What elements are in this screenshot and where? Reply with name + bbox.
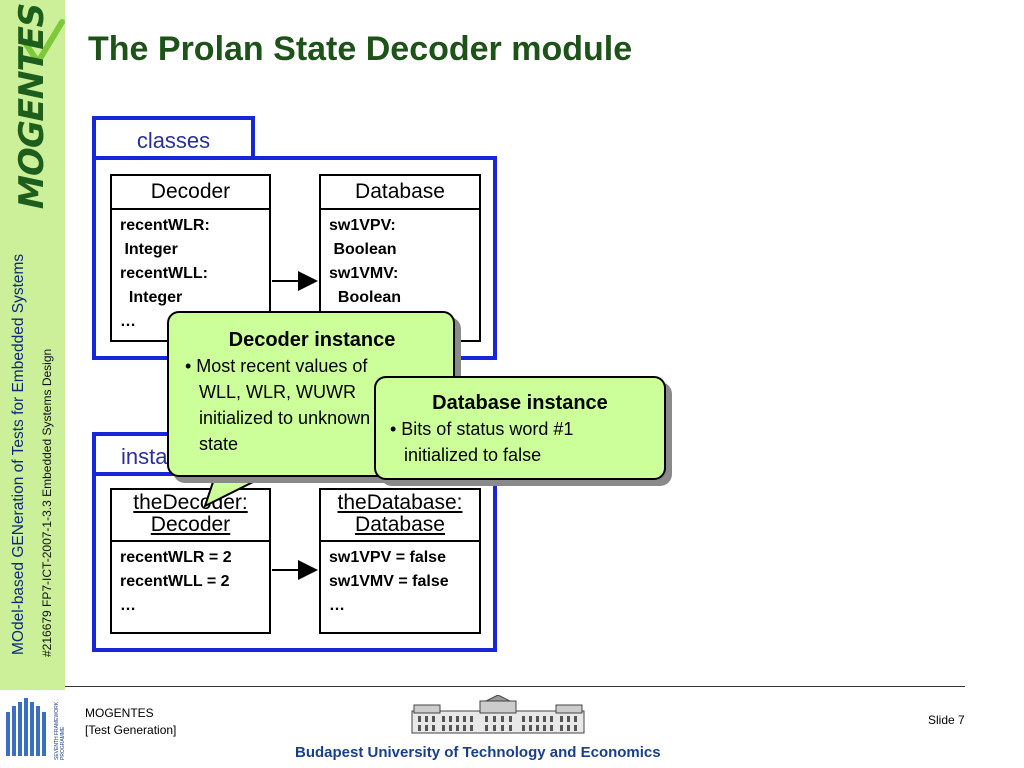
footer-section: [Test Generation] [85,723,177,737]
fp7-logo: SEVENTH FRAMEWORK PROGRAMME [4,694,66,764]
database-instance-name: theDatabase: Database [321,490,479,542]
footer-project: MOGENTES [85,706,154,720]
attribute-line: Integer [120,241,178,258]
slide-number: Slide 7 [928,713,965,727]
attribute-line: sw1VMV: [329,265,399,282]
database-instance-box: theDatabase: Database sw1VPV = false sw1… [319,488,481,634]
slot-line: … [120,597,136,614]
slot-line: sw1VPV = false [329,549,446,566]
callout-line: initialized to unknown [199,408,371,428]
attribute-line: sw1VPV: [329,217,396,234]
slot-line: recentWLR = 2 [120,549,232,566]
instance-type-line: Database [355,513,445,536]
decoder-class-name: Decoder [112,176,269,210]
callout-line: • Most recent values of [185,356,368,376]
instance-type-line: Decoder [150,513,231,536]
database-callout-title: Database instance [432,392,608,414]
database-class-attributes: sw1VPV: Boolean sw1VMV: Boolean [321,210,479,310]
callout-pointer [203,474,267,508]
classes-package-label: classes [136,128,211,153]
decoder-callout-body: • Most recent values of WLL, WLR, WUWR i… [185,353,439,457]
database-callout: Database instance • Bits of status word … [374,376,666,480]
callout-line: initialized to false [404,445,542,465]
slot-line: recentWLL = 2 [120,573,230,590]
footer-divider [65,686,965,687]
slide-title: The Prolan State Decoder module [88,30,633,68]
classes-package-tab: classes [92,116,255,160]
fp7-logo-text: PROGRAMME [60,726,66,760]
callout-line: WLL, WLR, WUWR [199,382,356,402]
attribute-line: Boolean [329,289,402,306]
attribute-line: Integer [120,289,183,306]
attribute-line: Boolean [329,241,397,258]
decoder-instance-box: theDecoder: Decoder recentWLR = 2 recent… [110,488,271,634]
decoder-class-attributes: recentWLR: Integer recentWLL: Integer … [112,210,269,334]
decoder-instance-slots: recentWLR = 2 recentWLL = 2 … [112,542,269,618]
database-instance-slots: sw1VPV = false sw1VMV = false … [321,542,479,618]
attribute-line: recentWLL: [120,265,208,282]
sidebar: MOGENTES MOdel-based GENeration of Tests… [0,0,65,690]
database-class-name: Database [321,176,479,210]
university-building-icon [411,695,585,734]
slot-line: sw1VMV = false [329,573,449,590]
fp7-flag-icon [6,698,46,756]
attribute-line: recentWLR: [120,217,210,234]
instance-name-line: theDatabase: [337,491,463,514]
decoder-callout-title: Decoder instance [228,329,396,351]
university-name: Budapest University of Technology and Ec… [295,744,661,761]
attribute-line: … [120,313,136,330]
database-callout-body: • Bits of status word #1 initialized to … [390,416,650,468]
callout-line: • Bits of status word #1 [390,419,574,439]
slot-line: … [329,597,345,614]
callout-line: state [199,434,239,454]
checkmark-logo-icon [23,19,65,65]
